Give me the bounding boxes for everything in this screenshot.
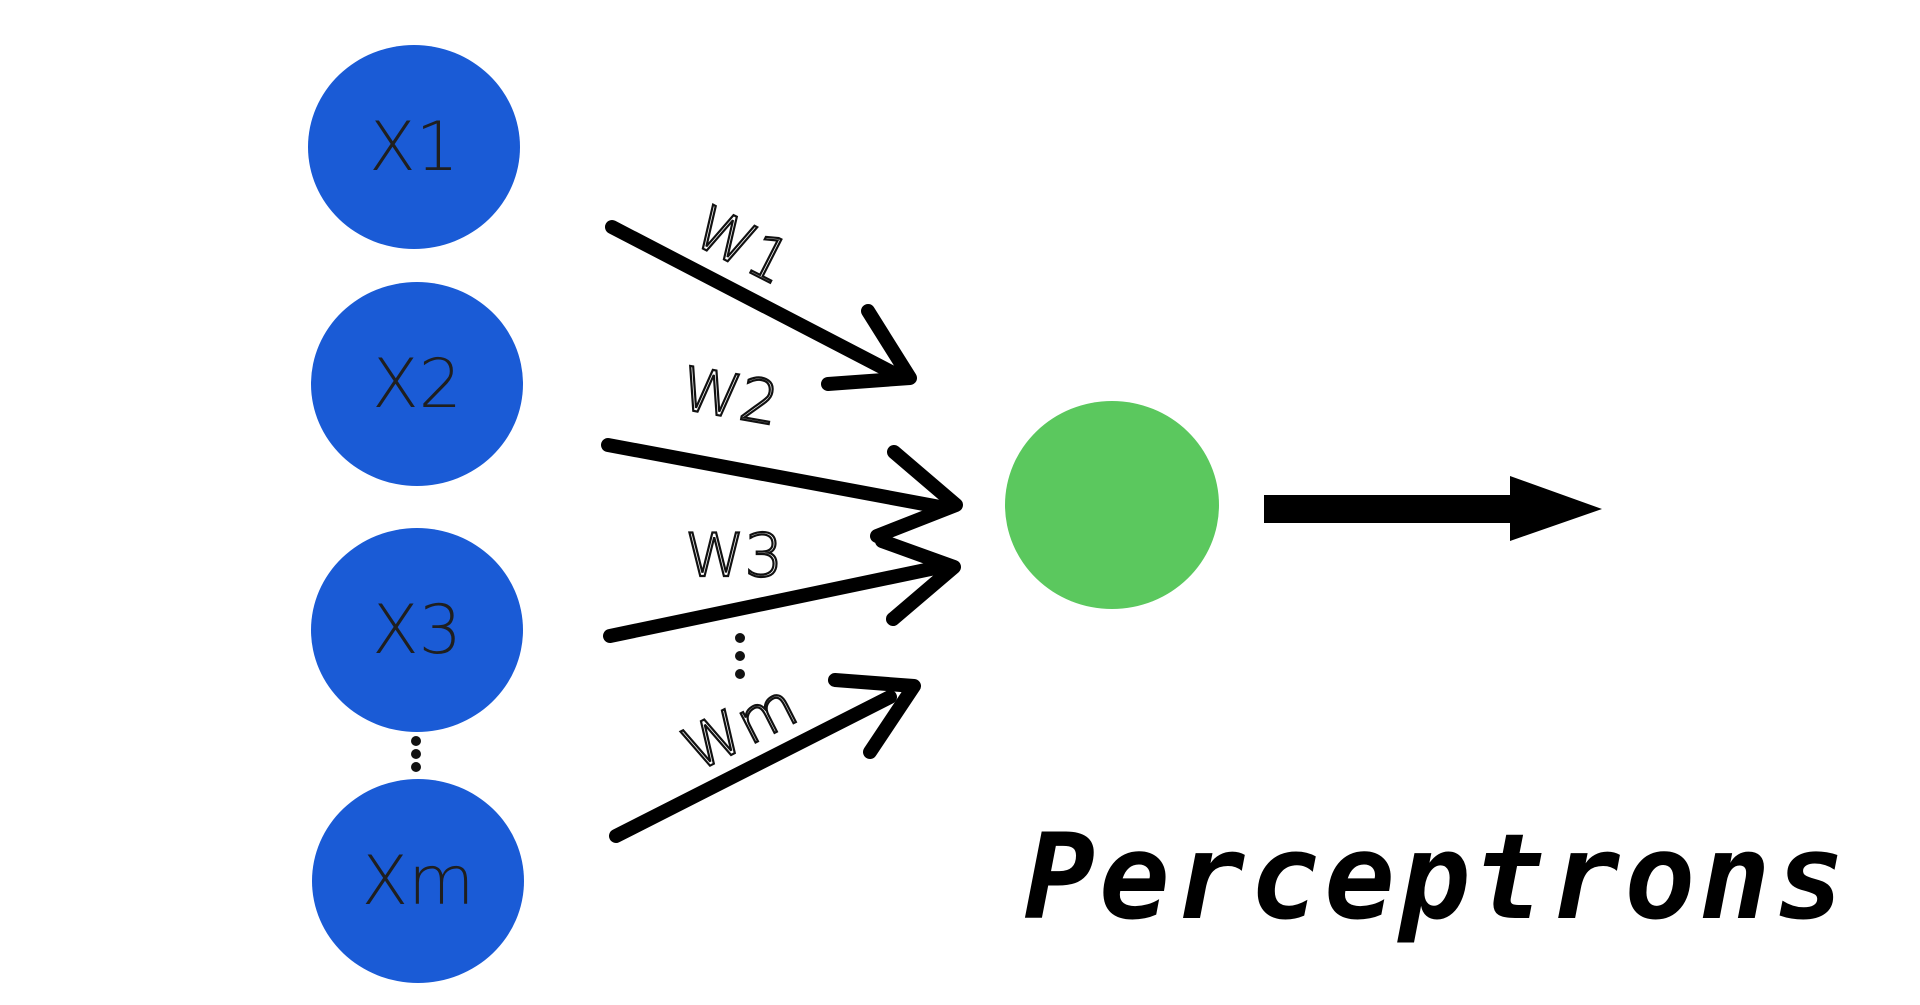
input-node-x2: X2 xyxy=(311,282,523,486)
output-arrow-head xyxy=(1510,476,1602,541)
weight-ellipsis-dot xyxy=(735,633,745,643)
weight-arrow-w1: W1 xyxy=(605,192,917,391)
input-ellipsis-dot xyxy=(411,762,421,772)
input-node-x1-label: X1 xyxy=(369,108,459,187)
weight-arrow-w1-shaft xyxy=(605,220,902,381)
output-node-circle xyxy=(1005,401,1219,609)
weight-ellipsis-dot xyxy=(735,651,745,661)
output-arrow xyxy=(1264,476,1602,541)
weight-arrow-wm-shaft xyxy=(609,690,897,843)
weight-arrow-w3: W3 xyxy=(603,520,961,643)
input-node-x3: X3 xyxy=(311,528,523,732)
input-node-xm: Xm xyxy=(312,779,524,983)
input-node-xm-label: Xm xyxy=(362,842,475,921)
weight-arrow-w3-shaft xyxy=(603,560,947,643)
weight-arrow-wm-head xyxy=(828,673,921,759)
input-node-x3-circle xyxy=(311,528,523,732)
input-ellipsis-dot xyxy=(411,749,421,759)
input-node-xm-circle xyxy=(312,779,524,983)
weight-label-w1: W1 xyxy=(683,193,802,300)
weight-arrow-w2-shaft xyxy=(601,438,947,514)
weight-arrow-w2: W2 xyxy=(601,353,963,543)
input-node-x3-label: X3 xyxy=(372,591,462,670)
weight-arrow-w2-head xyxy=(870,445,963,543)
input-node-x1: X1 xyxy=(308,45,520,249)
output-arrow-shaft xyxy=(1264,495,1518,523)
input-node-x2-circle xyxy=(311,282,523,486)
diagram-caption: Perceptrons xyxy=(1024,808,1849,946)
weight-ellipsis-dot xyxy=(735,669,745,679)
input-node-x1-circle xyxy=(308,45,520,249)
weight-label-w2: W2 xyxy=(676,354,784,440)
input-ellipsis-dot xyxy=(411,736,421,746)
weight-arrow-wm: Wm xyxy=(609,669,921,843)
weight-label-w3: W3 xyxy=(685,521,783,591)
input-ellipsis xyxy=(411,736,421,772)
output-node xyxy=(1005,401,1219,609)
input-node-x2-label: X2 xyxy=(372,345,462,424)
weight-arrow-w1-head xyxy=(821,304,917,391)
weight-arrow-w3-head xyxy=(875,534,961,626)
weight-ellipsis xyxy=(735,633,745,679)
